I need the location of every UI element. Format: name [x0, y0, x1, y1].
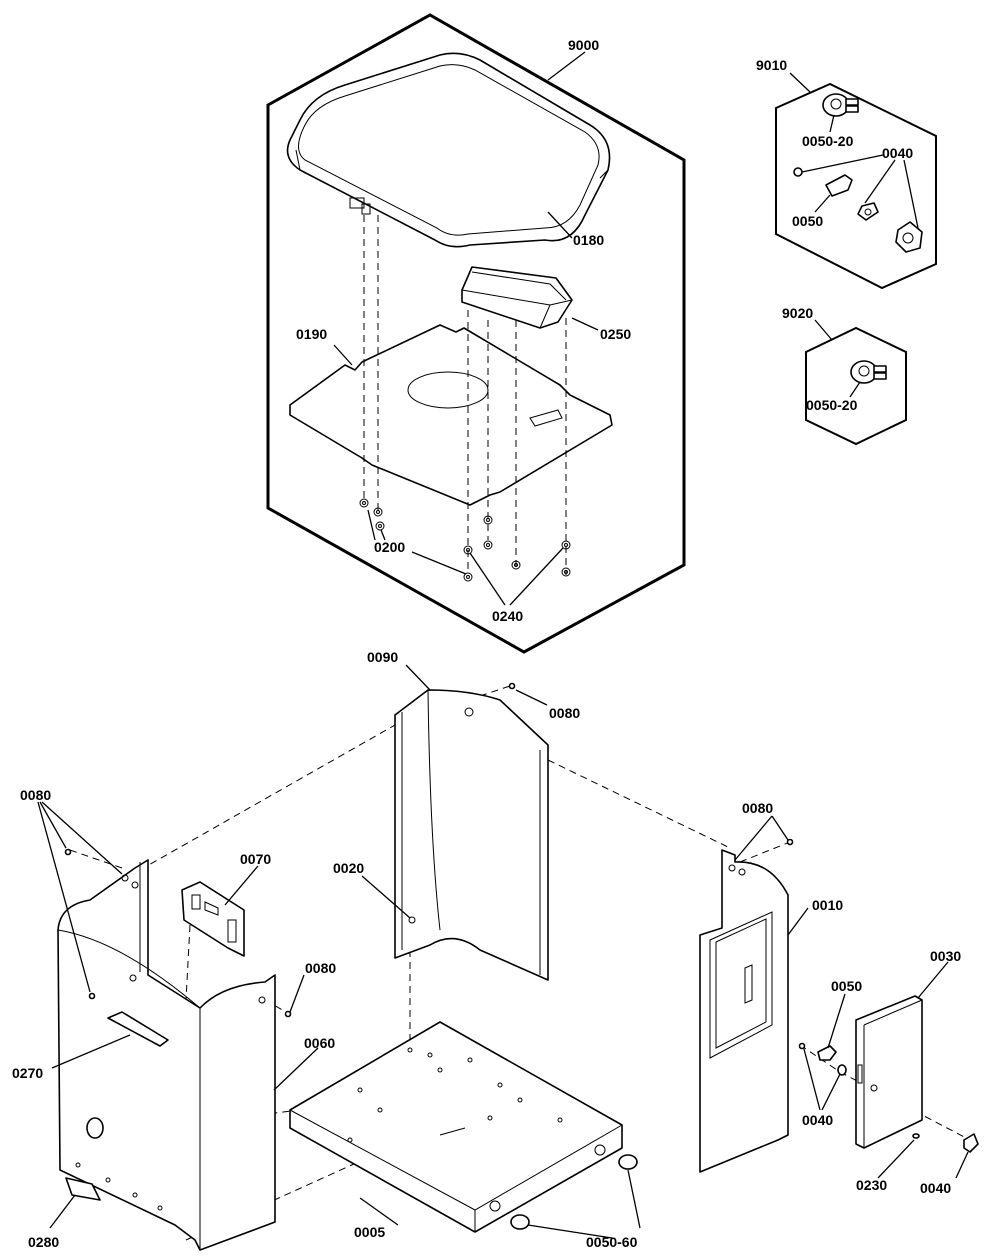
lid-0180[interactable]: [286, 52, 611, 248]
right-panel-0010[interactable]: [699, 849, 789, 1173]
lock-key-0050-20b[interactable]: [850, 360, 887, 384]
label-0080a: 0080: [549, 705, 580, 721]
label-0080d: 0080: [305, 960, 336, 976]
back-panel-0090[interactable]: [394, 689, 549, 981]
kit-9020-frame: [805, 326, 907, 446]
label-plate-0280[interactable]: [65, 1177, 101, 1201]
kit-9020-leaders: [814, 319, 861, 398]
label-0050-60: 0050-60: [586, 1234, 638, 1250]
label-0040c: 0040: [920, 1180, 951, 1196]
kit-9000-frame: [266, 13, 686, 654]
vent-0250[interactable]: [461, 266, 573, 329]
door-0030[interactable]: [855, 995, 923, 1149]
door-lock-parts[interactable]: [798, 1042, 979, 1153]
label-0040a: 0040: [882, 145, 913, 161]
label-0005: 0005: [354, 1224, 385, 1240]
label-0020: 0020: [333, 860, 364, 876]
label-0050-20a: 0050-20: [802, 133, 854, 149]
base-holes: [347, 1047, 563, 1143]
plate-0190[interactable]: [289, 324, 613, 506]
label-0010: 0010: [812, 897, 843, 913]
lid-fixing-lines: [363, 215, 567, 575]
label-0280: 0280: [28, 1234, 59, 1250]
kit-9000-leaders: [333, 51, 599, 606]
label-0080b: 0080: [20, 787, 51, 803]
label-0230: 0230: [856, 1177, 887, 1193]
lock-key-0050-20a[interactable]: [822, 93, 859, 117]
label-0090: 0090: [367, 649, 398, 665]
label-0070: 0070: [240, 851, 271, 867]
label-9010: 9010: [756, 57, 787, 73]
lock-parts-0040-0050[interactable]: [793, 167, 923, 253]
label-0050a: 0050: [792, 213, 823, 229]
washers-0200-0240: [359, 498, 571, 582]
label-0080c: 0080: [742, 800, 773, 816]
label-0190: 0190: [296, 326, 327, 342]
label-0180: 0180: [573, 232, 604, 248]
front-panel-0060[interactable]: [57, 859, 276, 1251]
label-0250: 0250: [600, 326, 631, 342]
cabinet-leaders: [37, 664, 969, 1239]
label-0040b: 0040: [802, 1112, 833, 1128]
label-0240: 0240: [492, 608, 523, 624]
label-0050-20b: 0050-20: [806, 397, 858, 413]
kit-9010-frame: [775, 82, 937, 290]
screws-0080: [64, 682, 794, 1018]
label-0030: 0030: [930, 948, 961, 964]
label-0270: 0270: [12, 1065, 43, 1081]
plugs-0050-60[interactable]: [510, 1154, 638, 1230]
kit-9010-leaders: [789, 72, 919, 229]
label-0060: 0060: [304, 1035, 335, 1051]
label-9000: 9000: [568, 37, 599, 53]
label-0050b: 0050: [831, 978, 862, 994]
label-9020: 9020: [782, 305, 813, 321]
label-0200: 0200: [374, 539, 405, 555]
base-0005[interactable]: [289, 1021, 623, 1233]
